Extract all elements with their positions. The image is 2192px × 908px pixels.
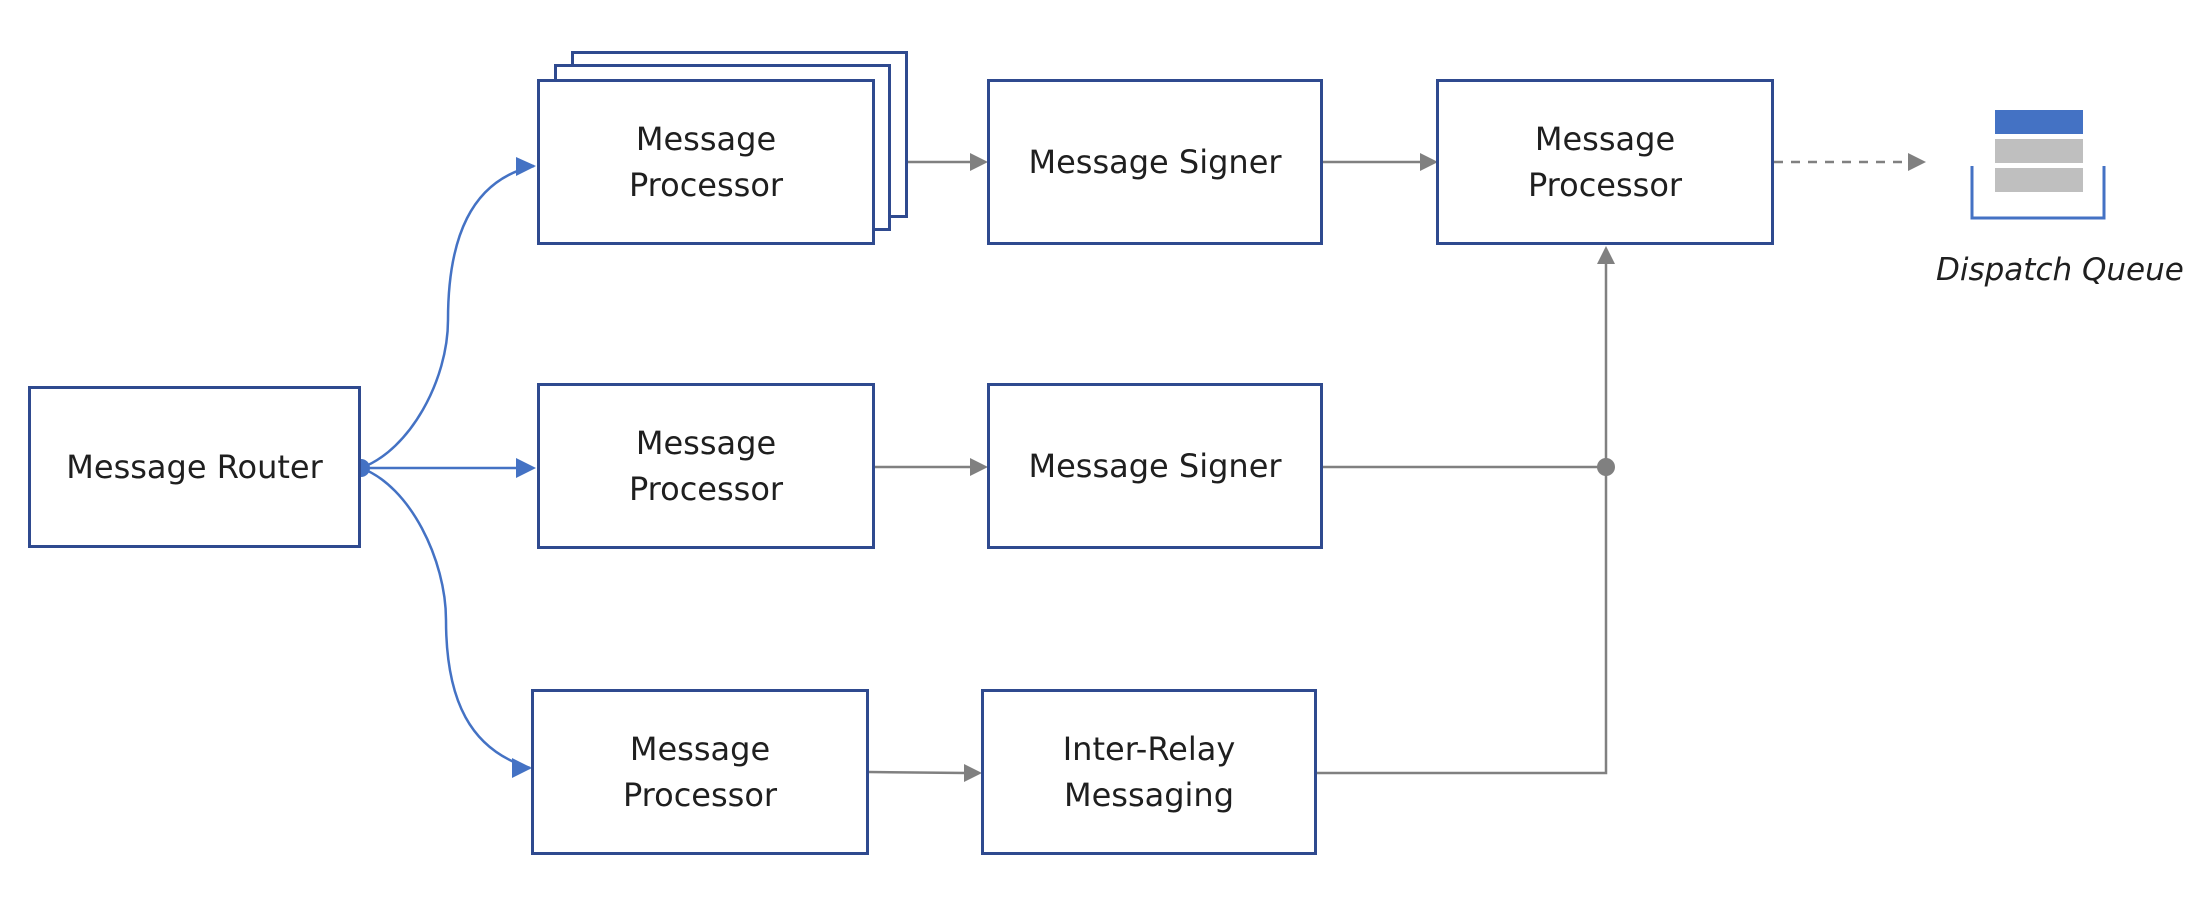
router-to-top-processor-arrowhead — [516, 157, 536, 176]
inter-relay-to-merge-connector — [1317, 467, 1608, 775]
message-processor-middle-label: Message Processor — [628, 424, 784, 508]
bottom-processor-to-inter-relay-arrowhead — [964, 764, 982, 782]
router-to-bottom-processor-arrowhead — [512, 758, 532, 778]
middle-processor-to-signer-arrowhead — [970, 458, 988, 476]
final-processor-to-queue-arrowhead — [1908, 153, 1926, 171]
merge-junction-dot — [1597, 458, 1615, 476]
queue-slot-bottom — [1995, 168, 2083, 192]
message-processor-final-label: Message Processor — [1527, 120, 1683, 204]
queue-icon — [1970, 110, 2106, 220]
message-processor-top-box[interactable]: Message Processor — [537, 79, 875, 245]
top-processor-to-signer-arrowhead — [970, 153, 988, 171]
message-processor-top-label: Message Processor — [628, 120, 784, 204]
message-processor-bottom-label: Message Processor — [622, 730, 778, 814]
router-to-middle-processor-arrowhead — [516, 458, 536, 478]
dispatch-queue-caption: Dispatch Queue — [1936, 252, 2184, 288]
message-signer-top-label: Message Signer — [1028, 143, 1282, 181]
message-processor-final-box[interactable]: Message Processor — [1436, 79, 1774, 245]
router-to-bottom-processor-connector — [360, 466, 531, 770]
message-processor-middle-box[interactable]: Message Processor — [537, 383, 875, 549]
top-signer-to-final-processor-arrowhead — [1420, 153, 1438, 171]
message-signer-middle-box[interactable]: Message Signer — [987, 383, 1323, 549]
queue-slot-top — [1995, 110, 2083, 134]
queue-container-tray — [1970, 166, 2106, 220]
inter-relay-messaging-label: Inter-Relay Messaging — [1062, 730, 1236, 814]
message-signer-middle-label: Message Signer — [1028, 447, 1282, 485]
inter-relay-messaging-box[interactable]: Inter-Relay Messaging — [981, 689, 1317, 855]
message-signer-top-box[interactable]: Message Signer — [987, 79, 1323, 245]
bottom-processor-to-inter-relay-connector — [868, 770, 967, 775]
message-router-box[interactable]: Message Router — [28, 386, 361, 548]
merge-to-final-processor-arrowhead — [1597, 246, 1615, 264]
router-to-top-processor-connector — [360, 164, 535, 470]
message-processor-bottom-box[interactable]: Message Processor — [531, 689, 869, 855]
message-router-label: Message Router — [66, 448, 323, 486]
queue-slot-middle — [1995, 139, 2083, 163]
